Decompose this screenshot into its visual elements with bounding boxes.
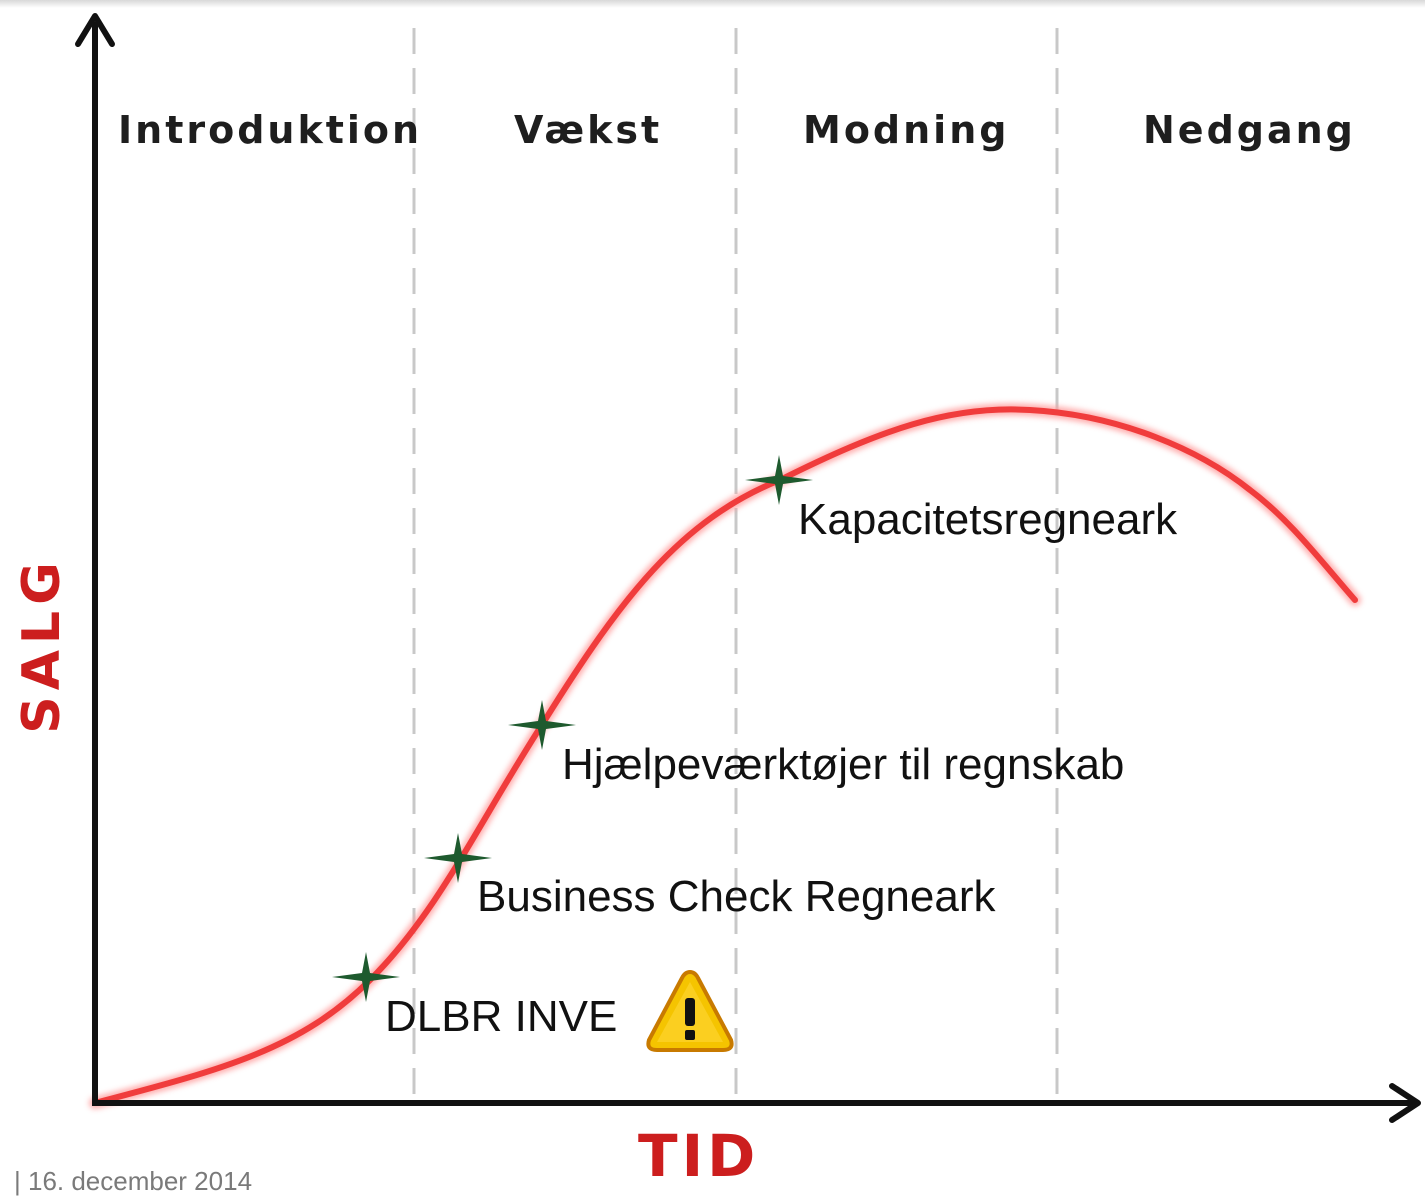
top-divider-bar: [0, 0, 1425, 8]
phase-label-maturity: Modning: [803, 108, 1010, 152]
milestone-label-dlbr-inve: DLBR INVE: [385, 992, 618, 1041]
footer-date: | 16. december 2014: [14, 1166, 253, 1196]
phase-label-introduction: Introduktion: [118, 108, 423, 152]
milestone-label-hjaelpevaerktoejer: Hjælpeværktøjer til regnskab: [562, 740, 1125, 789]
x-axis-title: TID: [638, 1122, 760, 1190]
y-axis-title: SALG: [12, 556, 72, 734]
four-point-star-icon: [508, 700, 576, 750]
four-point-star-icon: [332, 952, 400, 1002]
four-point-star-icon: [745, 455, 813, 505]
milestone-label-business-check: Business Check Regneark: [477, 872, 996, 921]
x-axis-arrowhead: [1389, 1083, 1421, 1123]
warning-triangle-icon: [646, 970, 734, 1052]
phase-label-growth: Vækst: [514, 108, 663, 152]
phase-label-decline: Nedgang: [1143, 108, 1356, 152]
four-point-star-icon: [424, 833, 492, 883]
milestone-label-kapacitetsregneark: Kapacitetsregneark: [798, 495, 1178, 544]
y-axis-arrowhead: [75, 13, 115, 47]
